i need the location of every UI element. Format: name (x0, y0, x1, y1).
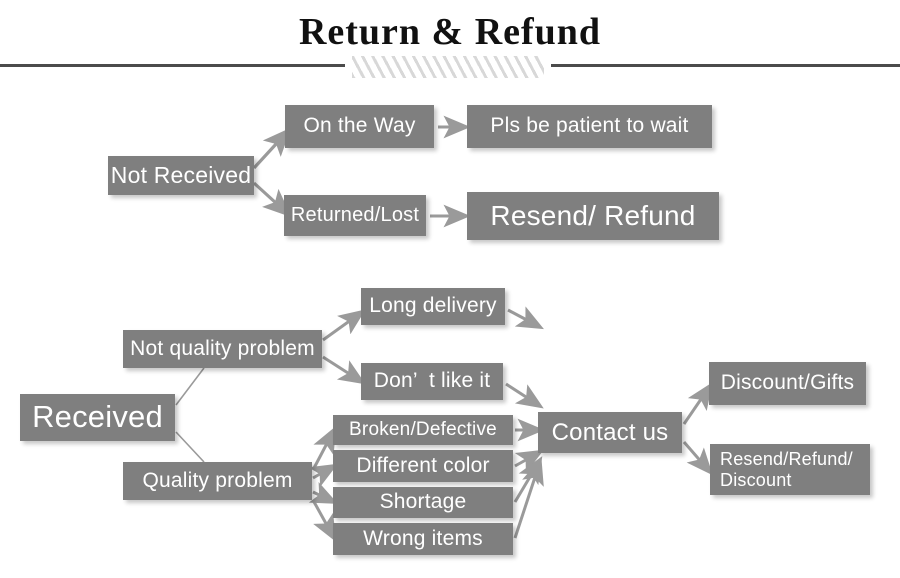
node-on-the-way[interactable]: On the Way (285, 105, 434, 148)
link-not-quality-to-dont-like (322, 355, 366, 385)
node-broken-defective[interactable]: Broken/Defective (333, 415, 513, 445)
link-not-quality-to-long-delivery (322, 309, 366, 342)
link-not-received-to-returned-lost (252, 181, 292, 218)
link-quality-to-different-color (308, 463, 338, 488)
divider-rule-left (0, 64, 345, 67)
node-quality-problem[interactable]: Quality problem (123, 462, 312, 500)
link-quality-to-shortage (308, 482, 339, 504)
node-returned-lost[interactable]: Returned/Lost (284, 195, 426, 236)
link-quality-to-broken (311, 426, 337, 471)
node-shortage[interactable]: Shortage (333, 487, 513, 518)
node-contact-us[interactable]: Contact us (538, 412, 682, 453)
node-received[interactable]: Received (20, 394, 175, 441)
node-discount-gifts[interactable]: Discount/Gifts (709, 362, 866, 405)
node-different-color[interactable]: Different color (333, 450, 513, 482)
link-dont-like-to-contact (505, 382, 544, 409)
link-contact-to-discount-gifts (682, 382, 713, 425)
divider-rule-right (551, 64, 900, 67)
node-pls-be-patient-to-wait[interactable]: Pls be patient to wait (467, 105, 712, 148)
node-resend-refund-discount[interactable]: Resend/Refund/ Discount (710, 444, 870, 495)
link-long-delivery-to-contact (507, 306, 544, 330)
link-wrong-items-to-contact (513, 457, 544, 539)
link-contact-to-resend-refund-discount (682, 441, 713, 476)
node-dont-like-it[interactable]: Don’ t like it (361, 363, 503, 400)
link-received-to-quality (175, 431, 205, 463)
link-not-received-to-on-the-way (252, 127, 292, 170)
divider-hatch-ornament (352, 56, 544, 78)
node-wrong-items[interactable]: Wrong items (333, 523, 513, 555)
link-quality-to-wrong-items (311, 499, 337, 542)
node-resend-refund[interactable]: Resend/ Refund (467, 192, 719, 240)
node-not-received[interactable]: Not Received (108, 156, 254, 195)
node-long-delivery[interactable]: Long delivery (361, 288, 505, 325)
node-not-quality-problem[interactable]: Not quality problem (123, 330, 322, 368)
link-received-to-not-quality (175, 367, 205, 406)
page-title: Return & Refund (298, 11, 602, 53)
